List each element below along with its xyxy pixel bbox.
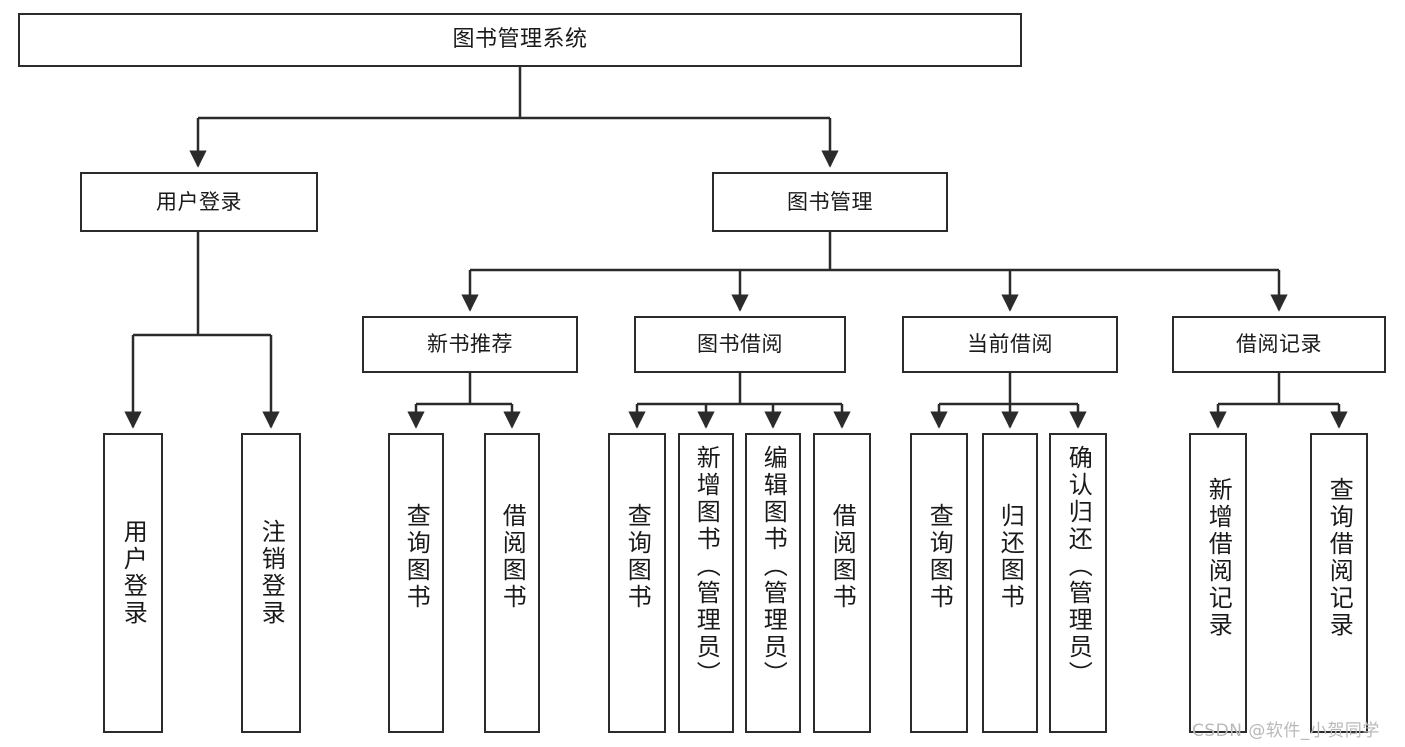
node-new-book-recommend[interactable]: 新书推荐	[362, 316, 578, 373]
node-leaf-logout[interactable]: 注销登录	[241, 433, 301, 733]
node-leaf-query-book-3[interactable]: 查询图书	[910, 433, 968, 733]
node-leaf-query-book-1[interactable]: 查询图书	[388, 433, 444, 733]
node-leaf-return-book-label: 归还图书	[996, 503, 1025, 611]
node-book-manage[interactable]: 图书管理	[712, 172, 948, 232]
node-leaf-query-record-label: 查询借阅记录	[1325, 477, 1354, 639]
node-borrow-record[interactable]: 借阅记录	[1172, 316, 1386, 373]
node-leaf-user-login[interactable]: 用户登录	[103, 433, 163, 733]
node-leaf-add-book-label: 新增图书（管理员）	[692, 445, 721, 688]
node-borrow-record-label: 借阅记录	[1236, 332, 1322, 357]
node-leaf-query-book-2[interactable]: 查询图书	[608, 433, 666, 733]
node-leaf-query-book-3-label: 查询图书	[925, 503, 954, 611]
node-book-borrow[interactable]: 图书借阅	[634, 316, 846, 373]
node-leaf-return-book[interactable]: 归还图书	[982, 433, 1038, 733]
csdn-watermark: CSDN @软件_小贺同学	[1192, 721, 1380, 741]
node-leaf-edit-book-label: 编辑图书（管理员）	[759, 445, 788, 688]
node-current-borrow-label: 当前借阅	[967, 332, 1053, 357]
node-leaf-logout-label: 注销登录	[257, 519, 286, 627]
node-leaf-query-book-1-label: 查询图书	[402, 503, 431, 611]
node-leaf-user-login-label: 用户登录	[119, 519, 148, 627]
node-root[interactable]: 图书管理系统	[18, 13, 1022, 67]
node-leaf-query-book-2-label: 查询图书	[623, 503, 652, 611]
node-user-login[interactable]: 用户登录	[80, 172, 318, 232]
node-user-login-label: 用户登录	[156, 189, 242, 214]
node-leaf-add-record[interactable]: 新增借阅记录	[1189, 433, 1247, 733]
node-leaf-borrow-book-1[interactable]: 借阅图书	[484, 433, 540, 733]
node-leaf-confirm-return[interactable]: 确认归还（管理员）	[1049, 433, 1107, 733]
node-leaf-query-record[interactable]: 查询借阅记录	[1310, 433, 1368, 733]
node-current-borrow[interactable]: 当前借阅	[902, 316, 1118, 373]
node-leaf-borrow-book-2-label: 借阅图书	[828, 503, 857, 611]
node-leaf-add-record-label: 新增借阅记录	[1204, 477, 1233, 639]
node-leaf-edit-book[interactable]: 编辑图书（管理员）	[745, 433, 801, 733]
node-root-label: 图书管理系统	[452, 27, 588, 53]
node-leaf-borrow-book-1-label: 借阅图书	[498, 503, 527, 611]
node-leaf-add-book[interactable]: 新增图书（管理员）	[678, 433, 734, 733]
node-leaf-confirm-return-label: 确认归还（管理员）	[1064, 445, 1093, 688]
node-book-borrow-label: 图书借阅	[697, 332, 783, 357]
node-leaf-borrow-book-2[interactable]: 借阅图书	[813, 433, 871, 733]
node-book-manage-label: 图书管理	[787, 189, 873, 214]
node-new-book-recommend-label: 新书推荐	[427, 332, 513, 357]
